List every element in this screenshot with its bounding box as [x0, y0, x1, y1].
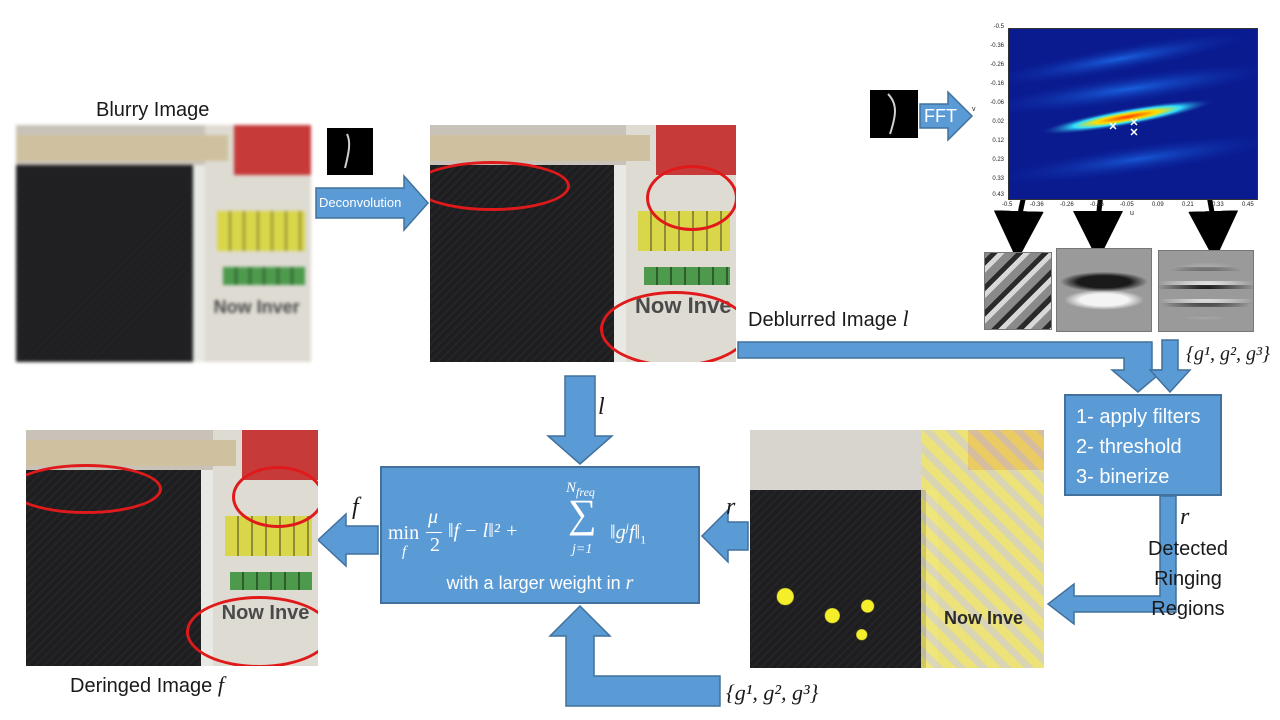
x-tick: -0.05	[1120, 202, 1134, 208]
fft-arrow	[919, 90, 974, 142]
sum-top-n: N	[566, 480, 577, 496]
ringing-ellipse-2	[646, 165, 736, 231]
deringed-ellipse-3	[186, 596, 318, 666]
ringing-ellipse-3	[600, 291, 736, 362]
fft-y-axis-letter: v	[972, 106, 976, 113]
weight-var: r	[625, 572, 634, 594]
l-down-arrow	[546, 375, 614, 465]
x-tick: -0.36	[1030, 202, 1044, 208]
fft-x-axis-letter: u	[1130, 210, 1134, 217]
ringing-text: Ringing	[1154, 568, 1222, 590]
regions-text: Regions	[1151, 598, 1225, 620]
y-tick: 0.12	[992, 138, 1004, 144]
blur-kernel-thumbnail	[327, 128, 373, 175]
ringing-ellipse-1	[430, 161, 570, 211]
x-tick: -0.16	[1090, 202, 1104, 208]
two: 2	[430, 534, 440, 556]
detected-text: Detected	[1147, 538, 1229, 560]
gabor-filter-1	[984, 252, 1052, 330]
sum-symbol: ∑	[568, 491, 597, 536]
sum-top: Nfreq	[566, 480, 595, 500]
deringed-ellipse-1	[26, 464, 162, 514]
blurry-image-text: Now Inver	[213, 297, 300, 317]
sum-bottom: j=1	[572, 542, 593, 557]
norm-term: ‖f − l‖² +	[448, 520, 519, 542]
ringmap-text: Now Inve	[944, 608, 1024, 628]
y-tick: 0.33	[992, 176, 1004, 182]
fft-spectrum	[1009, 29, 1257, 187]
r-left-arrow	[700, 508, 749, 564]
min-operator: min	[388, 522, 420, 544]
fft-plot	[1008, 28, 1258, 200]
sum-top-sub: freq	[576, 485, 595, 499]
y-tick: 0.43	[992, 192, 1004, 198]
blurry-image: Now Inver	[16, 125, 311, 362]
step-1: 1- apply filters	[1076, 406, 1201, 428]
y-tick: -0.06	[990, 100, 1004, 106]
x-tick: 0.09	[1152, 202, 1164, 208]
mu: μ	[428, 506, 439, 528]
x-tick: -0.26	[1060, 202, 1074, 208]
f-arrow-label: f	[352, 494, 359, 520]
reg-sub: 1	[640, 532, 647, 547]
deconvolution-label: Deconvolution	[319, 195, 402, 210]
deblurred-to-steps-arrow	[737, 341, 1167, 393]
min-sub: f	[402, 544, 407, 560]
processing-steps-box: 1- apply filters 2- threshold 3- bineriz…	[1064, 394, 1222, 496]
steps-to-ringmap-arrow	[1046, 495, 1177, 626]
step-3: 3- binerize	[1076, 466, 1170, 488]
gabor-filter-3	[1158, 250, 1254, 332]
weight-text: with a larger weight in	[446, 573, 621, 593]
filter-set-top: {g¹, g², g³}	[1186, 343, 1270, 365]
x-tick: 0.21	[1182, 202, 1194, 208]
step-2: 2- threshold	[1076, 436, 1182, 458]
deringed-image: Now Inve	[26, 430, 318, 666]
deconvolution-arrow	[315, 174, 430, 232]
y-tick: -0.26	[990, 62, 1004, 68]
bottom-filters-arrow	[548, 604, 721, 707]
optimization-equation-box: min f μ 2 ‖f − l‖² + Nfreq ∑ j=1 ‖gjf‖1 …	[380, 466, 700, 604]
reg-term-b: f‖	[628, 521, 641, 544]
detected-ringing-label: Detected Ringing Regions	[1142, 534, 1234, 624]
deblurred-image-label: Deblurred Image l	[748, 306, 909, 332]
y-tick: -0.5	[993, 24, 1004, 30]
frac-bar	[426, 532, 442, 533]
reg-term-a: ‖g	[610, 521, 626, 544]
ringing-region-map: Now Inve	[750, 430, 1044, 668]
fft-kernel-thumbnail	[870, 90, 918, 138]
filter-set-bottom: {g¹, g², g³}	[726, 680, 819, 705]
filters-to-steps-arrow	[1148, 339, 1192, 394]
y-tick: 0.23	[992, 157, 1004, 163]
f-left-arrow	[316, 512, 379, 568]
x-tick: 0.45	[1242, 202, 1254, 208]
blurry-image-label: Blurry Image	[96, 99, 210, 121]
fft-label: FFT	[924, 106, 957, 126]
deblurred-label-var: l	[902, 306, 909, 331]
y-tick: -0.36	[990, 43, 1004, 49]
deblurred-label-text: Deblurred Image	[748, 309, 897, 331]
y-tick: 0.02	[992, 119, 1004, 125]
y-tick: -0.16	[990, 81, 1004, 87]
equation: min f μ 2 ‖f − l‖² + Nfreq ∑ j=1 ‖gjf‖1	[388, 480, 696, 570]
reg-sup: j	[625, 520, 629, 534]
deringed-label-text: Deringed Image	[70, 675, 213, 697]
fft-x-ticks: -0.5 -0.36 -0.26 -0.16 -0.05 0.09 0.21 0…	[1002, 202, 1258, 212]
l-arrow-label: l	[598, 394, 605, 420]
deblurred-image: Now Inve	[430, 125, 736, 362]
deringed-ellipse-2	[232, 466, 318, 528]
x-tick: 0.33	[1212, 202, 1224, 208]
reg-term: ‖gjf‖1	[610, 520, 646, 548]
deringed-image-label: Deringed Image f	[70, 672, 224, 698]
fft-y-ticks: -0.5 -0.36 -0.26 -0.16 -0.06 0.02 0.12 0…	[986, 24, 1006, 204]
x-tick: -0.5	[1002, 202, 1013, 208]
r-label-right: r	[1180, 504, 1190, 530]
deringed-label-var: f	[217, 672, 224, 697]
gabor-filter-2	[1056, 248, 1152, 332]
weight-line: with a larger weight in r	[382, 572, 698, 595]
r-arrow-label: r	[726, 494, 736, 520]
